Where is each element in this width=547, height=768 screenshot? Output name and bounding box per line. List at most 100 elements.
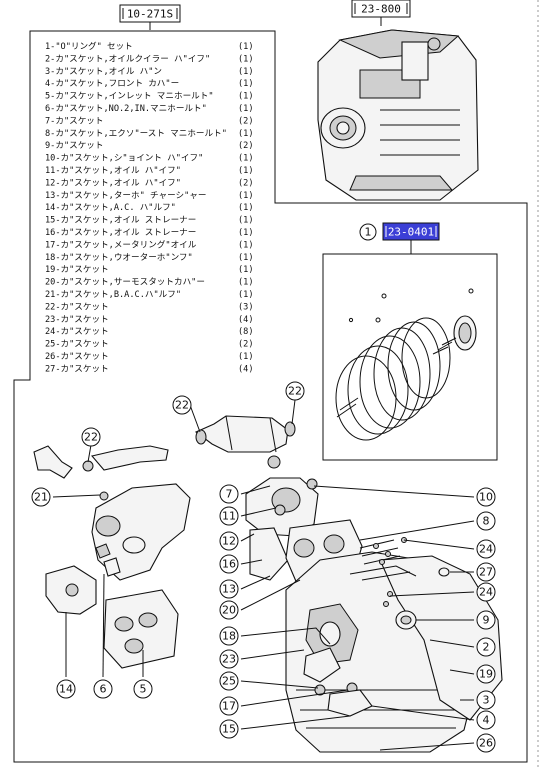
parts-list-item: 12-カ"スケット,オイル ハ"イフ" <box>45 177 181 188</box>
parts-list-qty: (2) <box>238 116 254 126</box>
parts-list-qty: (4) <box>238 364 254 374</box>
callout-circle <box>476 664 496 684</box>
callout-number: 24 <box>479 586 493 599</box>
parts-list-item: 20-カ"スケット,サーモスタットカハ"ー <box>45 277 205 288</box>
callout-circle <box>219 531 239 551</box>
parts-list-item: 13-カ"スケット,ターホ" チャーシ"ャー <box>45 190 206 201</box>
callout-number: 18 <box>222 630 236 643</box>
callout-number: 11 <box>222 510 236 523</box>
callout-circle <box>219 484 239 504</box>
callout-circle <box>219 696 239 716</box>
parts-list-qty: (1) <box>238 67 254 77</box>
parts-list-qty: (1) <box>238 129 254 139</box>
oring-ref-text: 23-0401 <box>388 226 434 239</box>
oring-index-text: 1 <box>365 226 372 239</box>
parts-list-qty: (8) <box>238 327 254 337</box>
callout-number: 2 <box>483 641 490 654</box>
callout-circle <box>476 487 496 507</box>
catalytic-converter <box>194 415 289 453</box>
callout-circle <box>219 506 239 526</box>
parts-list-item: 10-カ"スケット,シ"ョイント ハ"イフ" <box>45 153 203 164</box>
parts-list-item: 23-カ"スケット <box>45 314 109 325</box>
callout-circle <box>476 562 496 582</box>
callout-circle <box>219 579 239 599</box>
callout-number: 8 <box>483 515 490 528</box>
parts-list-qty: (1) <box>238 79 254 89</box>
callout-circle <box>476 637 496 657</box>
callout-number: 27 <box>479 566 493 579</box>
exploded-parts <box>33 415 503 753</box>
callout-number: 5 <box>140 683 147 696</box>
parts-list-item: 8-カ"スケット,エクソ"ースト マニホールト" <box>45 128 227 139</box>
parts-list-item: 17-カ"スケット,メータリング"オイル <box>45 238 197 250</box>
parts-list-item: 2-カ"スケット,オイルクイラー ハ"イフ" <box>45 53 210 64</box>
callout-circle <box>476 610 496 630</box>
parts-list-qty: (1) <box>238 154 254 164</box>
parts-list-qty: (1) <box>238 253 254 263</box>
callout-number: 6 <box>100 683 107 696</box>
callout-number: 24 <box>479 543 493 556</box>
kit-reference-label: 10-271S <box>119 4 181 23</box>
parts-list-item: 6-カ"スケット,NO.2,IN.マニホールト" <box>45 103 207 114</box>
parts-list-item: 7-カ"スケット <box>45 115 104 126</box>
callout-circle <box>31 487 51 507</box>
callout-number: 9 <box>483 614 490 627</box>
parts-list-item: 24-カ"スケット <box>45 326 109 337</box>
engine-assembly <box>317 29 479 201</box>
callout-number: 14 <box>59 683 73 696</box>
callout-circle <box>219 600 239 620</box>
callout-number: 26 <box>479 737 493 750</box>
callout-number: 7 <box>226 488 233 501</box>
callout-circle <box>476 690 496 710</box>
parts-list-item: 11-カ"スケット,オイル ハ"イフ" <box>45 165 181 176</box>
callout-circle <box>285 381 305 401</box>
callout-number: 23 <box>222 653 236 666</box>
parts-list-qty: (3) <box>238 302 254 312</box>
parts-list-qty: (4) <box>238 315 254 325</box>
oring-index-circle <box>359 223 377 241</box>
parts-list-qty: (1) <box>238 191 254 201</box>
parts-list-item: 22-カ"スケット <box>45 301 109 312</box>
parts-list-item: 16-カ"スケット,オイル ストレーナー <box>45 227 196 238</box>
callout-number: 22 <box>175 399 189 412</box>
oring-detail-frame <box>322 253 498 461</box>
callout-circle <box>56 679 76 699</box>
callout-circle <box>476 710 496 730</box>
oring-ref-highlight <box>383 223 439 240</box>
callout-circle <box>172 395 192 415</box>
parts-list: 1-"O"リング" セット (1) 2-カ"スケット,オイルクイラー ハ"イフ" (1… <box>45 40 254 374</box>
callout-circle <box>476 539 496 559</box>
engine-reference-label: 23-800 <box>351 0 411 18</box>
callout-number: 19 <box>479 668 493 681</box>
callout-circle <box>93 679 113 699</box>
callout-circle <box>219 671 239 691</box>
parts-list-qty: (1) <box>238 203 254 213</box>
parts-list-qty: (1) <box>238 166 254 176</box>
callout-number: 3 <box>483 694 490 707</box>
oring-set-detail: 1 23-0401 <box>322 222 498 461</box>
callout-circle <box>219 719 239 739</box>
callout-circle <box>219 649 239 669</box>
callout-circle <box>476 582 496 602</box>
parts-list-item: 18-カ"スケット,ウオーターホ"ンフ" <box>45 252 193 263</box>
callout-number: 25 <box>222 675 236 688</box>
parts-list-item: 1-"O"リング" セット <box>45 40 133 52</box>
callout-number: 12 <box>222 535 236 548</box>
parts-list-qty: (1) <box>238 240 254 250</box>
kit-outline-frame <box>13 30 528 763</box>
callout-circle <box>133 679 153 699</box>
callout-number: 16 <box>222 558 236 571</box>
callout-number: 13 <box>222 583 236 596</box>
parts-list-item: 3-カ"スケット,オイル ハ"ン <box>45 66 162 77</box>
callout-circle <box>476 733 496 753</box>
parts-list-item: 15-カ"スケット,オイル ストレーナー <box>45 215 196 226</box>
callout-circle <box>219 626 239 646</box>
intake-gasket-plate <box>103 589 179 669</box>
callout-number: 22 <box>84 431 98 444</box>
parts-list-item: 26-カ"スケット <box>45 351 109 362</box>
callout-number: 10 <box>479 491 493 504</box>
parts-list-qty: (1) <box>238 54 254 64</box>
parts-list-qty: (1) <box>238 265 254 275</box>
